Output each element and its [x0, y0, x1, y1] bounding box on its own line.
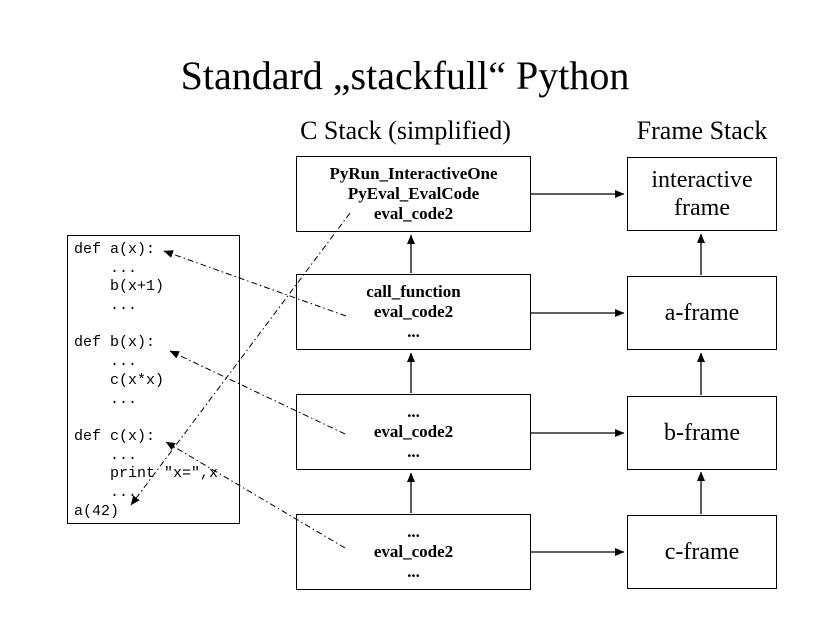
code-line: ... [74, 483, 138, 501]
code-line: print "x=",x [74, 465, 219, 483]
c-function-label: eval_code2 [373, 204, 454, 223]
c-function-label: eval_code2 [373, 422, 454, 441]
c-function-label: eval_code2 [373, 542, 454, 561]
frame-box-b: b-frame [627, 396, 777, 470]
c-function-label: ... [407, 442, 420, 461]
slide-title: Standard „stackfull“ Python [180, 53, 630, 98]
frame-stack-header: Frame Stack [636, 116, 768, 145]
c-function-label: ... [407, 522, 420, 541]
c-function-label: ... [407, 402, 420, 421]
code-line: ... [74, 353, 138, 371]
c-stack-header: C Stack (simplified) [300, 116, 511, 145]
frame-box-a: a-frame [627, 276, 777, 350]
frame-label: a-frame [664, 300, 740, 326]
frame-box-c: c-frame [627, 515, 777, 589]
code-line: ... [74, 297, 138, 315]
code-line: def a(x): [74, 241, 156, 258]
c-function-label: eval_code2 [373, 302, 454, 321]
c-function-label: call_function [366, 282, 461, 301]
c-stack-box-b: ... eval_code2 ... [296, 394, 531, 470]
code-line: c(x*x) [74, 371, 165, 389]
c-function-label: PyRun_InteractiveOne [329, 164, 498, 183]
c-function-label: ... [407, 322, 420, 341]
c-stack-box-interactive: PyRun_InteractiveOne PyEval_EvalCode eva… [296, 156, 531, 232]
c-stack-box-c: ... eval_code2 ... [296, 514, 531, 590]
c-function-label: PyEval_EvalCode [347, 184, 480, 203]
frame-label: b-frame [664, 420, 740, 446]
code-line [74, 316, 239, 335]
code-line: ... [74, 259, 138, 277]
code-line: def c(x): [74, 427, 156, 445]
frame-label: interactive frame [651, 167, 753, 221]
code-line: ... [74, 446, 138, 464]
code-line: def b(x): [74, 334, 156, 352]
code-line [74, 409, 239, 428]
c-function-label: ... [407, 562, 420, 581]
frame-label: c-frame [664, 539, 740, 565]
c-stack-box-a: call_function eval_code2 ... [296, 274, 531, 350]
code-line: ... [74, 390, 138, 408]
frame-box-interactive: interactive frame [627, 157, 777, 231]
code-line: a(42) [74, 502, 120, 520]
python-source-code-box: def a(x): ... b(x+1) ... def b(x): ... c… [67, 235, 240, 524]
code-line: b(x+1) [74, 278, 165, 296]
